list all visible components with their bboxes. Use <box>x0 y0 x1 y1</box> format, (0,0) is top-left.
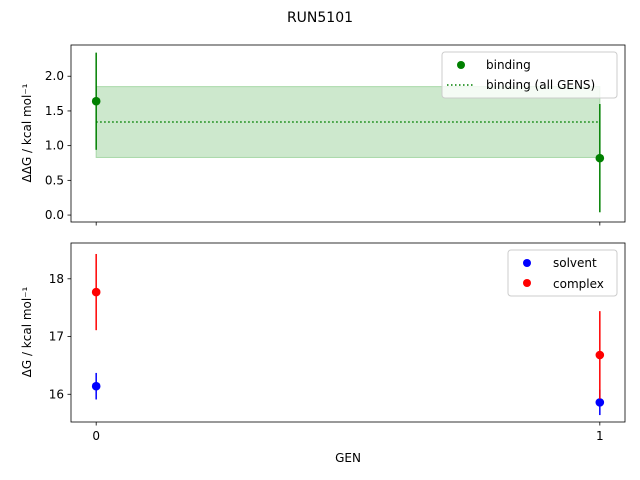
free-energy-complex-point <box>91 287 101 297</box>
binding-legend: binding binding (all GENS) <box>441 51 618 99</box>
free-energy-solvent-point <box>91 381 101 391</box>
binding-y-axis-label: ΔΔG / kcal mol⁻¹ <box>20 83 34 182</box>
free-energy-plot-area <box>91 253 605 416</box>
binding-binding-point <box>595 153 605 163</box>
free-energy-legend-box <box>507 249 618 297</box>
binding-x-ticks <box>95 222 601 226</box>
legend-complex-marker <box>523 279 531 287</box>
free-energy-solvent-point <box>595 398 605 407</box>
free-energy-y-tick-label: 17 <box>49 330 64 344</box>
binding-y-tick-label: 2.0 <box>45 69 64 83</box>
free-energy-axes-frame <box>70 242 626 423</box>
free-energy-y-tick-label: 16 <box>49 387 64 401</box>
legend-binding-label: binding <box>486 58 531 72</box>
binding-y-ticks: 0.0 0.5 1.0 1.5 2.0 <box>45 69 71 222</box>
binding-y-tick-label: 0.0 <box>45 208 64 222</box>
binding-axes-frame <box>70 44 626 223</box>
figure-title: RUN5101 <box>287 10 353 26</box>
binding-binding-point <box>91 96 101 106</box>
legend-complex-label: complex <box>553 277 604 291</box>
binding-y-tick-label: 1.0 <box>45 139 64 153</box>
legend-solvent-marker <box>523 259 531 267</box>
free-energy-complex-point <box>595 350 605 360</box>
legend-binding-all-gens-label: binding (all GENS) <box>486 78 595 92</box>
free-energy-x-tick-label: 1 <box>596 429 604 443</box>
binding-legend-box <box>441 51 618 99</box>
legend-binding-marker <box>457 61 465 69</box>
free-energy-y-axis-label: ΔG / kcal mol⁻¹ <box>20 286 34 377</box>
legend-solvent-label: solvent <box>553 256 597 270</box>
binding-panel: 0.0 0.5 1.0 1.5 2.0 ΔΔG / kcal mol⁻¹ binding… <box>20 44 626 226</box>
free-energy-legend: solvent complex <box>507 249 618 297</box>
free-energy-x-tick-label: 0 <box>92 429 100 443</box>
binding-y-tick-label: 0.5 <box>45 173 64 187</box>
x-axis-label: GEN <box>335 451 361 465</box>
free-energy-y-tick-label: 18 <box>49 272 64 286</box>
free-energy-y-ticks: 16 17 18 <box>49 272 71 401</box>
binding-y-tick-label: 1.5 <box>45 104 64 118</box>
